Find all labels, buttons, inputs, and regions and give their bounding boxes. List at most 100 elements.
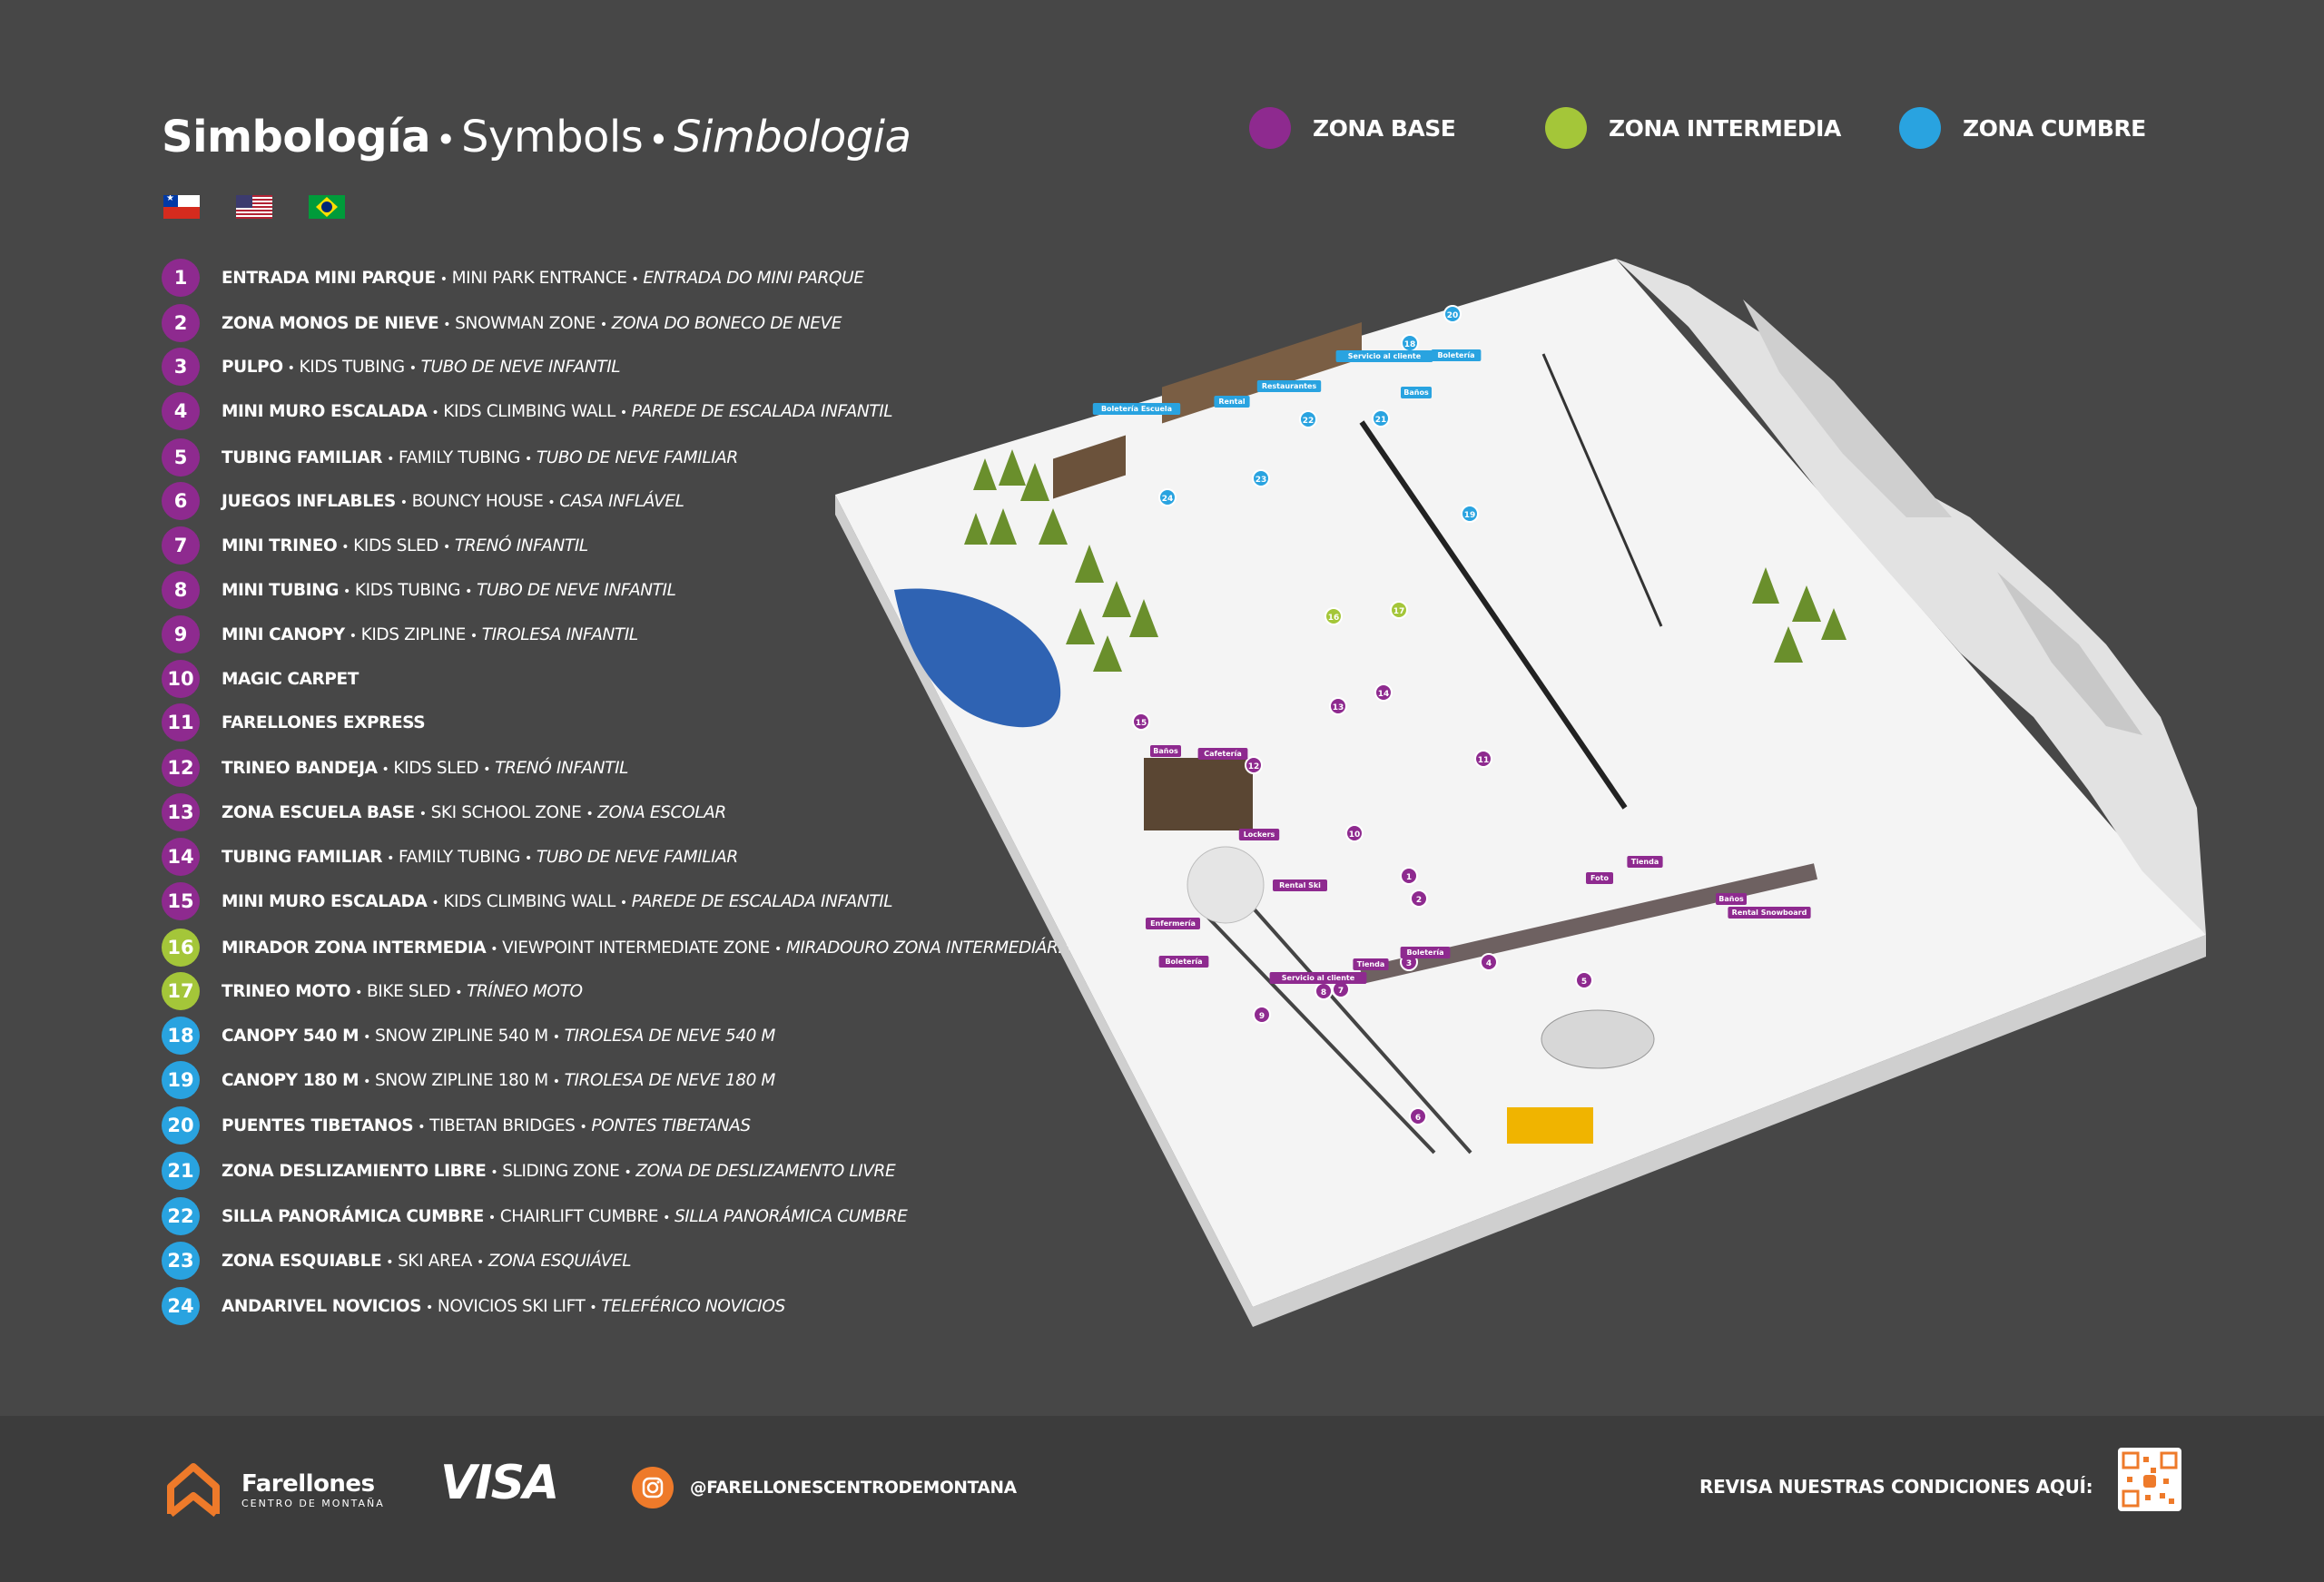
- map-marker-20[interactable]: [1443, 305, 1462, 323]
- language-flags: [163, 195, 345, 219]
- legend-name-en: SNOW ZIPLINE 180 M: [375, 1070, 548, 1090]
- map-label: Tienda: [1631, 858, 1659, 866]
- map-marker-19[interactable]: [1461, 505, 1479, 523]
- map-marker-21[interactable]: [1372, 409, 1390, 427]
- legend-name-es: SILLA PANORÁMICA CUMBRE: [222, 1206, 484, 1226]
- map-label: Restaurantes: [1262, 382, 1317, 390]
- map-marker-number: 11: [1478, 756, 1490, 765]
- legend-number-badge: 2: [162, 304, 200, 342]
- legend-name-es: TRINEO BANDEJA: [222, 758, 378, 778]
- map-label-bg: [1335, 350, 1433, 362]
- legend-name-es: PUENTES TIBETANOS: [222, 1115, 414, 1135]
- map-marker-6[interactable]: [1409, 1107, 1427, 1125]
- map-marker-11[interactable]: [1474, 750, 1492, 768]
- lake: [894, 588, 1061, 728]
- map-marker-24[interactable]: [1158, 488, 1177, 506]
- map-marker-17[interactable]: [1390, 601, 1408, 619]
- map-marker-16[interactable]: [1324, 607, 1343, 625]
- map-marker-22[interactable]: [1299, 410, 1317, 428]
- map-label-bg: [1400, 947, 1451, 958]
- legend-name-pt: TRÍNEO MOTO: [467, 981, 583, 1001]
- tubing-spinner: [1541, 1009, 1655, 1069]
- legend-name-pt: CASA INFLÁVEL: [559, 491, 684, 511]
- map-marker-13[interactable]: [1329, 697, 1347, 715]
- map-marker-14[interactable]: [1374, 683, 1393, 702]
- map-marker-number: 19: [1464, 511, 1476, 520]
- legend-name-en: KIDS ZIPLINE: [360, 624, 467, 644]
- map-marker-9[interactable]: [1253, 1006, 1271, 1024]
- title-pt: Simbologia: [674, 112, 911, 162]
- legend-number-badge: 3: [162, 348, 200, 386]
- dome: [1187, 846, 1265, 924]
- legend-number-badge: 22: [162, 1197, 200, 1235]
- legend-name-en: SKI AREA: [398, 1251, 472, 1271]
- legend-number-badge: 10: [162, 660, 200, 698]
- map-label: Baños: [1153, 747, 1178, 755]
- legend-name-en: KIDS TUBING: [354, 580, 461, 600]
- qr-code-icon[interactable]: [2118, 1448, 2181, 1511]
- map-marker-23[interactable]: [1252, 469, 1270, 487]
- map-marker-2[interactable]: [1410, 889, 1428, 908]
- legend-name-es: MINI MURO ESCALADA: [222, 401, 428, 421]
- map-label-bg: [1431, 349, 1482, 361]
- map-marker-number: 4: [1486, 959, 1492, 968]
- legend-name-en: TIBETAN BRIDGES: [429, 1115, 576, 1135]
- legend-name-es: CANOPY 180 M: [222, 1070, 359, 1090]
- legend-number-badge: 7: [162, 526, 200, 565]
- map-marker-number: 8: [1321, 988, 1326, 997]
- legend-number-badge: 6: [162, 482, 200, 520]
- map-label: Rental Ski: [1279, 881, 1321, 889]
- map-label: Servicio al cliente: [1282, 974, 1355, 982]
- map-marker-10[interactable]: [1345, 824, 1364, 842]
- legend-name-es: MINI MURO ESCALADA: [222, 891, 428, 911]
- legend-number-badge: 15: [162, 882, 200, 920]
- map-label-bg: [1353, 958, 1389, 970]
- mountain-range: [1616, 259, 2206, 935]
- map-marker-number: 7: [1338, 987, 1344, 996]
- zone-label: ZONA INTERMEDIA: [1609, 114, 1841, 142]
- legend-name-es: MIRADOR ZONA INTERMEDIA: [222, 938, 487, 958]
- brand[interactable]: Farellones CENTRO DE MONTAÑA: [162, 1459, 385, 1523]
- legend-number-badge: 21: [162, 1152, 200, 1190]
- legend-name-es: MAGIC CARPET: [222, 669, 359, 689]
- map-marker-12[interactable]: [1245, 756, 1263, 774]
- map-marker-1[interactable]: [1400, 867, 1418, 885]
- legend-name-pt: TRENÓ INFANTIL: [454, 536, 588, 555]
- legend-name-en: BIKE SLED: [366, 981, 451, 1001]
- instagram-link[interactable]: @FARELLONESCENTRODEMONTANA: [632, 1467, 1017, 1508]
- map-marker-5[interactable]: [1575, 971, 1593, 989]
- title-en: Symbols: [460, 112, 644, 162]
- zone-base-dot-icon: [1249, 107, 1291, 149]
- zone-intermedia-dot-icon: [1545, 107, 1587, 149]
- conditions-text: REVISA NUESTRAS CONDICIONES AQUÍ:: [1699, 1476, 2093, 1498]
- map-marker-number: 12: [1248, 762, 1260, 771]
- map-marker-number: 16: [1328, 614, 1340, 623]
- legend-name-pt: TUBO DE NEVE FAMILIAR: [536, 847, 738, 867]
- map-label: Foto: [1590, 874, 1609, 882]
- map-label-bg: [1158, 956, 1209, 968]
- legend-number-badge: 1: [162, 259, 200, 297]
- map-label-bg: [1269, 972, 1367, 984]
- legend-name-pt: TIROLESA DE NEVE 540 M: [564, 1026, 776, 1046]
- legend-name-en: CHAIRLIFT CUMBRE: [499, 1206, 659, 1226]
- map-label-bg: [1238, 829, 1280, 840]
- brand-sub: CENTRO DE MONTAÑA: [241, 1498, 385, 1509]
- map-marker-15[interactable]: [1132, 712, 1150, 731]
- zone-intermedia: ZONA INTERMEDIA: [1545, 107, 1841, 149]
- map-marker-4[interactable]: [1480, 953, 1498, 971]
- legend-name-en: VIEWPOINT INTERMEDIATE ZONE: [502, 938, 770, 958]
- zipline-line: [1541, 353, 1663, 627]
